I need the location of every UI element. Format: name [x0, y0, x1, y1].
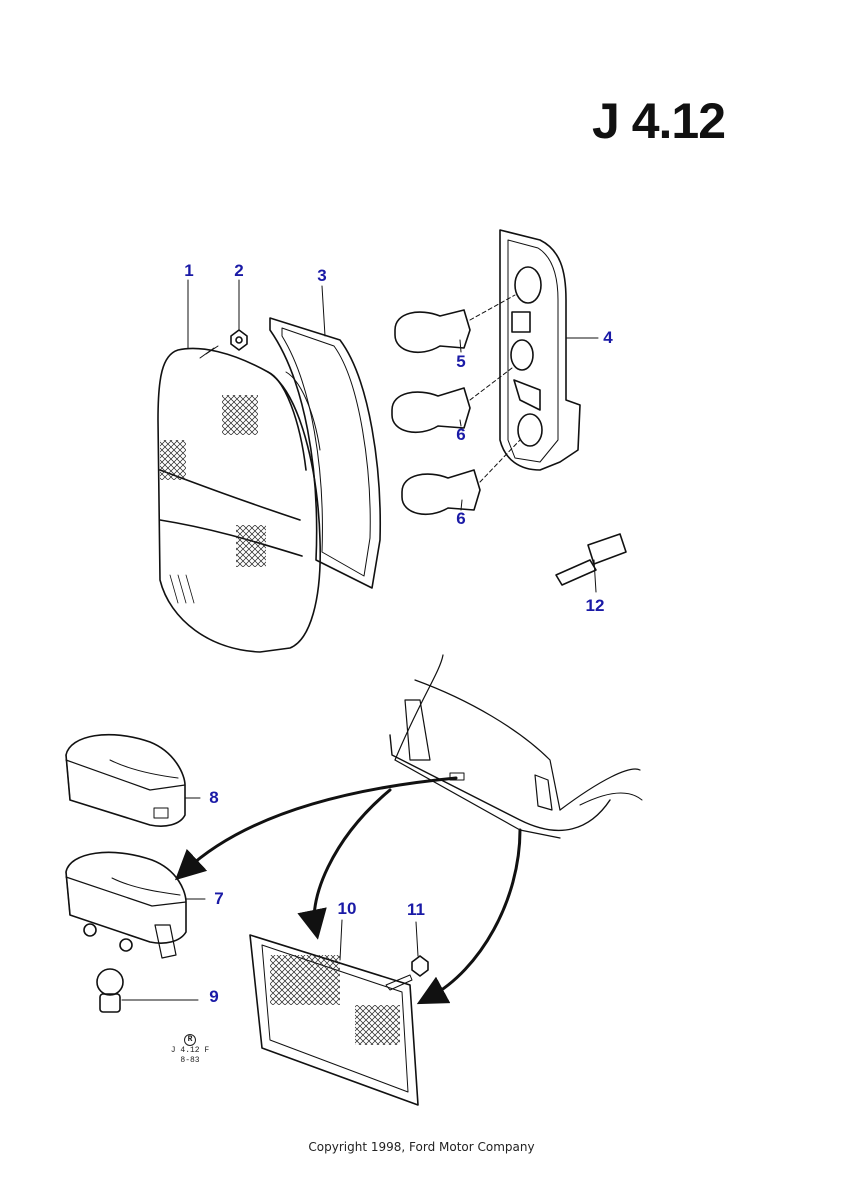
stamp-line-1: J 4.12 F: [170, 1046, 210, 1055]
page-title: J 4.12: [592, 93, 726, 149]
gasket: [269, 285, 382, 589]
callout-11: 11: [407, 900, 425, 919]
callout-6a: 6: [456, 425, 466, 444]
callout-9: 9: [209, 987, 219, 1006]
callout-7: 7: [214, 889, 224, 908]
copyright-notice: Copyright 1998, Ford Motor Company: [308, 1140, 535, 1154]
callout-3: 3: [317, 266, 327, 285]
callout-6b: 6: [456, 509, 466, 528]
drawing-stamp: R J 4.12 F 8-83: [165, 1034, 215, 1066]
callout-4: 4: [603, 328, 613, 347]
bulb-6b: [401, 439, 521, 516]
callout-8: 8: [209, 788, 219, 807]
fog-lamp: [249, 919, 419, 1106]
bulb-9: [96, 968, 199, 1013]
rear-lamp-lens: [157, 279, 322, 653]
callout-12: 12: [585, 596, 605, 615]
nut: [230, 279, 248, 351]
callout-2: 2: [234, 261, 244, 280]
callout-1: 1: [184, 261, 194, 280]
registered-mark: R: [184, 1034, 196, 1046]
stud-connector: [555, 533, 627, 593]
bulb-6a: [391, 367, 513, 434]
lamp-7: [65, 851, 206, 959]
lamp-8: [65, 733, 201, 827]
bulb-holder: [499, 229, 599, 471]
callout-5: 5: [456, 352, 466, 371]
callout-10: 10: [337, 899, 357, 918]
stamp-line-2: 8-83: [180, 1056, 200, 1065]
bulb-5: [394, 294, 516, 354]
screw-11: [385, 921, 429, 991]
vehicle-rear: [389, 654, 643, 839]
